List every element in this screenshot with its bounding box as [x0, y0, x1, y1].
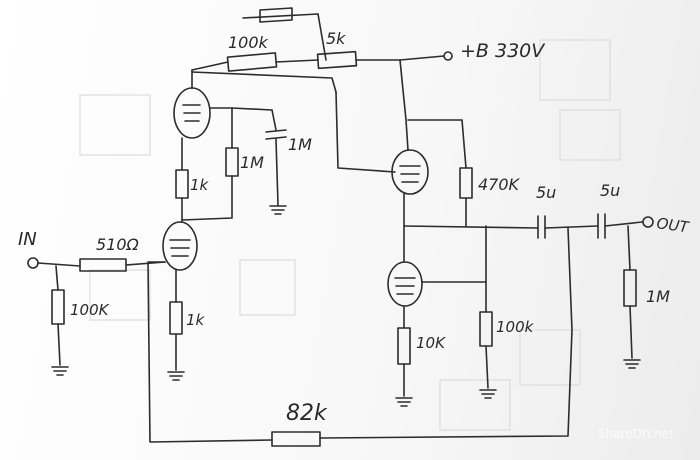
b-plus-rail: [191, 50, 453, 93]
label-output: OUT: [655, 214, 691, 237]
label-r-input: 100K: [70, 301, 110, 319]
label-r-grid-stop: 510Ω: [96, 235, 140, 254]
output-coupling: [403, 167, 654, 369]
watermark: ShareDIY.net: [598, 427, 674, 441]
label-supply: +B 330V: [460, 40, 546, 62]
label-r-plate-b: 470K: [478, 175, 521, 194]
label-input: IN: [18, 229, 37, 250]
label-c-couple-2: 5u: [600, 181, 620, 200]
tube-a: [173, 87, 273, 171]
label-r-out: 1M: [646, 287, 670, 306]
label-r-cathode-a: 1k: [190, 176, 210, 194]
tube-a-bias: [181, 107, 287, 221]
tube-b: [162, 221, 198, 381]
tube-a-cathode: [175, 169, 189, 223]
feedback-loop: [147, 227, 573, 447]
tube-c: [335, 59, 467, 263]
tube-d: [387, 261, 487, 407]
label-r-load-c: 100k: [496, 318, 535, 336]
tube-d-load: [479, 225, 497, 399]
top-adjust-resistor: [242, 7, 327, 61]
label-c-bypass: 1M: [288, 135, 312, 154]
background-texture: [79, 39, 621, 431]
label-r-cathode-c: 10K: [416, 334, 446, 352]
label-r-grid-bias: 1M: [240, 153, 264, 172]
label-r-feedback: 82k: [286, 401, 328, 426]
label-r-cathode-b: 1k: [186, 311, 206, 329]
label-r-plate-a: 100k: [228, 33, 269, 52]
label-c-couple-1: 5u: [536, 183, 556, 202]
label-r-dropper: 5k: [326, 29, 346, 48]
